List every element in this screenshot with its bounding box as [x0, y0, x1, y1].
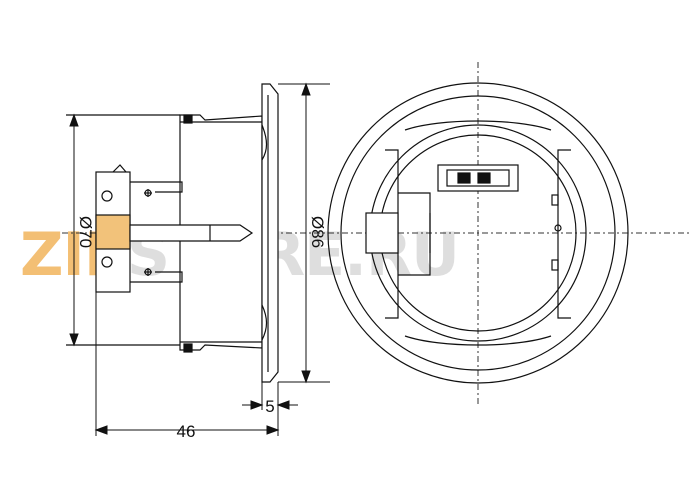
clip-top [183, 114, 193, 124]
right-tab-bottom [551, 259, 559, 271]
dim-arrow-46-left [94, 425, 108, 435]
right-detail [554, 224, 562, 232]
terminal-screw-top [101, 190, 113, 202]
mount-marker-top [144, 189, 152, 197]
top-arc-strut [404, 120, 552, 131]
flange-spring-top [261, 124, 268, 161]
dim-label-5: 5 [265, 397, 274, 416]
outer-ring-inner [340, 95, 616, 371]
side-view [66, 83, 279, 383]
sensor-head [365, 212, 399, 254]
connector-slot [446, 169, 510, 187]
dim-arrow-70-bottom [69, 333, 79, 347]
dim-arrow-70-top [69, 113, 79, 127]
back-housing-bottom [120, 271, 183, 283]
dim-label-46: 46 [177, 422, 196, 441]
dim-label-70: Ø70 [76, 216, 95, 248]
flange [261, 83, 279, 383]
dim-arrow-86-bottom [301, 370, 311, 384]
dim-label-86: Ø86 [308, 216, 327, 248]
mount-marker-bottom [144, 268, 152, 276]
terminal-connector [95, 214, 131, 250]
dim-arrow-86-top [301, 82, 311, 96]
terminal-screw-bottom [101, 256, 113, 268]
dim-arrow-46-right [266, 425, 280, 435]
right-tab-top [551, 194, 559, 206]
flange-spring-bottom [261, 304, 268, 341]
clip-bottom [183, 343, 193, 353]
connector-pin-2 [477, 172, 491, 184]
dimension-lines [69, 82, 330, 436]
sensor-probe [129, 224, 254, 242]
dim-arrow-5-left [250, 400, 264, 410]
dim-arrow-5-right [276, 400, 290, 410]
front-view [327, 82, 629, 384]
back-housing-top [120, 181, 183, 193]
connector-pin-1 [457, 172, 471, 184]
bottom-arc-strut [404, 335, 552, 346]
outer-ring [327, 82, 629, 384]
terminal-latch-top [112, 164, 127, 173]
right-strut [557, 149, 571, 319]
